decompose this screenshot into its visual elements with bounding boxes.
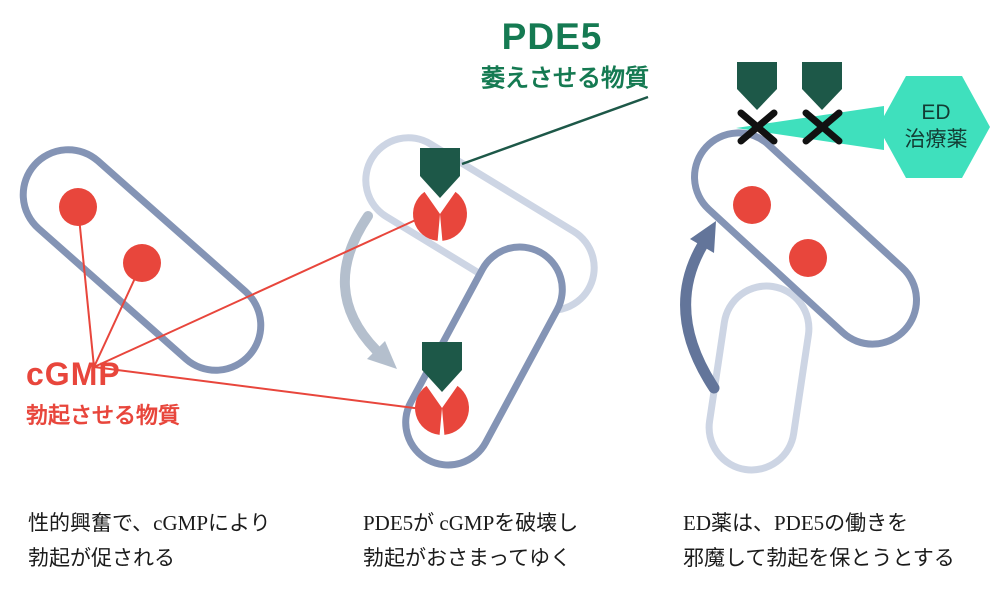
caption-middle: PDE5が cGMPを破壊し 勃起がおさまってゆく bbox=[363, 506, 578, 576]
caption-left-line2: 勃起が促される bbox=[28, 546, 175, 570]
cgmp-molecules bbox=[59, 186, 827, 282]
cgmp-title: cGMP bbox=[26, 356, 121, 392]
pde5-molecule-icon bbox=[420, 148, 460, 198]
ed-drug-label: ED 治療薬 bbox=[884, 99, 988, 153]
caption-right-line1: ED薬は、PDE5の働きを bbox=[683, 511, 909, 535]
cgmp-pointer-line bbox=[93, 262, 143, 368]
cgmp-pointer-lines bbox=[77, 206, 423, 410]
caption-right: ED薬は、PDE5の働きを 邪魔して勃起を保とうとする bbox=[683, 506, 955, 576]
blocked-x-icon bbox=[737, 109, 778, 145]
pde5-pointer-line bbox=[461, 95, 649, 166]
pde5-molecule-icon bbox=[422, 342, 462, 392]
caption-middle-line1: PDE5が cGMPを破壊し bbox=[363, 511, 579, 535]
blocked-x-icon bbox=[802, 109, 843, 145]
capsule-middle-lowered bbox=[402, 243, 566, 469]
caption-left-line1: 性的興奮で、cGMPにより bbox=[28, 511, 271, 535]
ed-drug-beam bbox=[736, 106, 884, 150]
rotation-up-arrow bbox=[680, 240, 720, 394]
pde5-molecule-icon bbox=[802, 62, 842, 110]
pde5-molecules bbox=[420, 62, 842, 392]
caption-left: 性的興奮で、cGMPにより 勃起が促される bbox=[28, 506, 271, 576]
destroyed-cgmp-icon bbox=[415, 385, 469, 435]
pde5-molecule-icon bbox=[737, 62, 777, 110]
ed-drug-label-line1: ED bbox=[921, 101, 951, 124]
cgmp-subtitle: 勃起させる物質 bbox=[26, 403, 181, 428]
pde5-subtitle: 萎えさせる物質 bbox=[481, 65, 649, 92]
ed-drug-hexagon bbox=[878, 76, 990, 178]
cgmp-pointer-line bbox=[93, 217, 421, 368]
capsule-right-raised bbox=[691, 129, 920, 348]
cgmp-molecule-icon bbox=[59, 188, 97, 226]
cgmp-molecule-icon bbox=[123, 244, 161, 282]
x-stroke bbox=[737, 109, 778, 145]
cgmp-molecule-icon bbox=[733, 186, 771, 224]
cgmp-molecule-icon bbox=[789, 239, 827, 277]
pde5-title: PDE5 bbox=[501, 16, 603, 57]
cgmp-pointer-line bbox=[93, 366, 423, 410]
caption-middle-line2: 勃起がおさまってゆく bbox=[363, 546, 572, 570]
caption-right-line2: 邪魔して勃起を保とうとする bbox=[683, 546, 955, 570]
cgmp-pointer-line bbox=[77, 206, 95, 368]
destroyed-cgmp-icon bbox=[413, 191, 467, 241]
rotation-down-arrow bbox=[339, 211, 381, 355]
rotation-down-arrowhead bbox=[367, 341, 397, 369]
x-stroke bbox=[802, 109, 843, 145]
capsule-right-lowered-ghost bbox=[705, 282, 813, 474]
rotation-up-arrowhead bbox=[690, 221, 716, 253]
ed-drug-label-line2: 治療薬 bbox=[904, 128, 968, 151]
